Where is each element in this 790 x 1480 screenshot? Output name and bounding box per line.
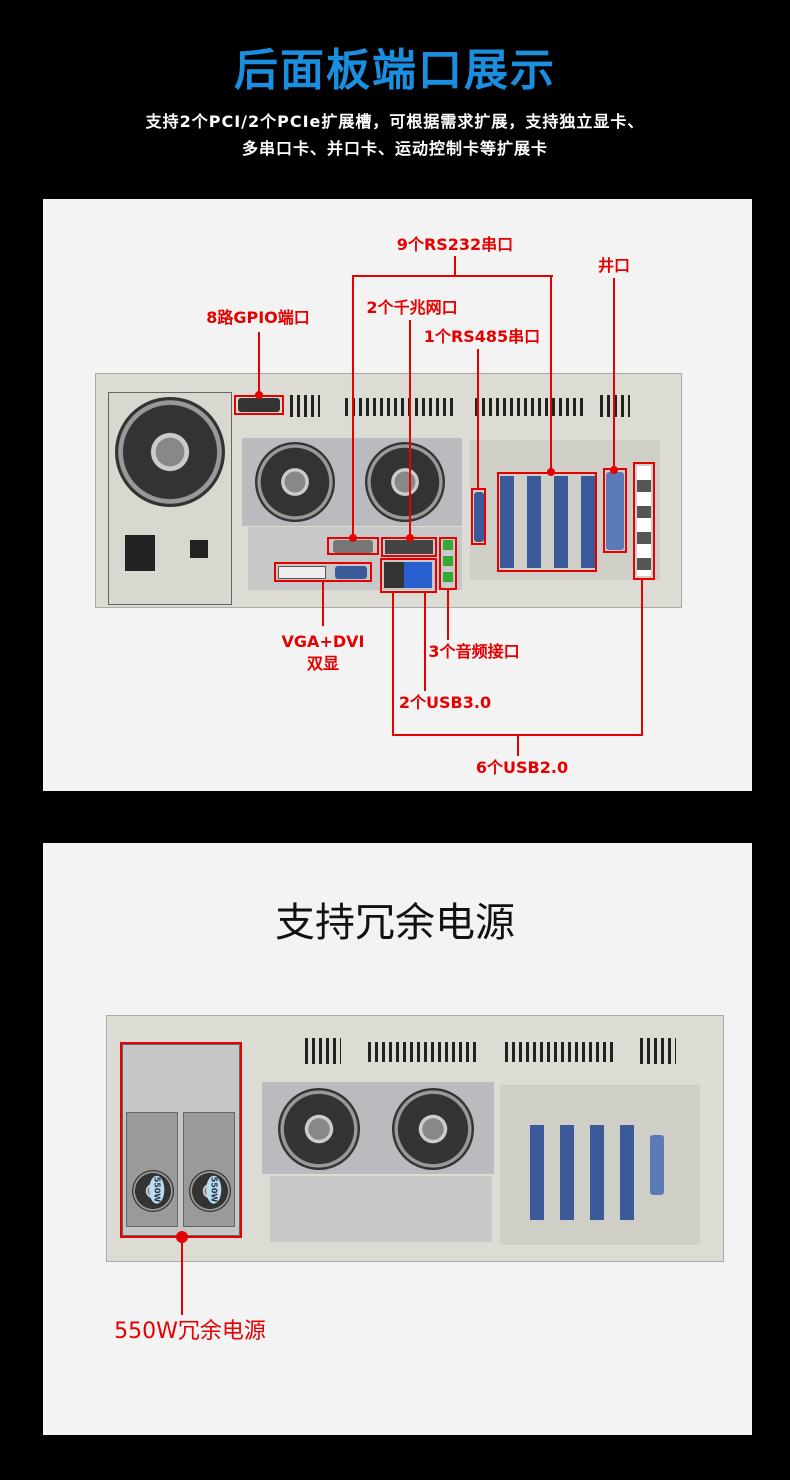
callout-line [181,1237,183,1315]
callout-line [454,256,456,276]
power-socket-icon [125,535,155,571]
callout-line [477,349,479,489]
fan-icon [392,1088,474,1170]
audio-highlight [439,537,457,590]
dvi-port [278,566,326,579]
label-audio: 3个音频接口 [428,642,520,661]
callout-line [550,275,552,472]
vent-grille [290,395,320,417]
usb-highlight [380,558,437,593]
callout-dot [349,534,357,542]
audio-jacks [443,540,453,586]
rs485-port [474,492,484,542]
label-display-line1: VGA+DVI [281,632,365,651]
callout-line [424,593,426,691]
vent-grille [368,1042,478,1062]
fan-icon [365,442,445,522]
fan-icon [255,442,335,522]
label-gpio: 8路GPIO端口 [206,308,310,327]
callout-dot [406,534,414,542]
label-rs232: 9个RS232串口 [396,235,514,254]
callout-line [447,590,449,640]
callout-dot [547,468,555,476]
vent-grille [505,1042,615,1062]
vga-port [335,566,367,579]
callout-line [258,332,260,395]
usb2-bracket [637,466,651,576]
usb-ports [384,562,432,588]
rs485-highlight [471,488,486,545]
io-shield [270,1176,492,1242]
label-display-line2: 双显 [306,654,340,673]
lan-ports [385,540,433,554]
label-parallel: 井口 [597,256,631,275]
psu-highlight [120,1042,242,1238]
vent-grille [475,398,585,416]
callout-line [517,734,519,756]
section-title: 支持冗余电源 [275,900,515,946]
fan-icon [278,1088,360,1170]
power-switch-icon [190,540,208,558]
label-rs485: 1个RS485串口 [423,327,541,346]
label-lan: 2个千兆网口 [366,298,458,317]
serial-card-ports [500,476,595,568]
vent-grille [305,1038,341,1064]
rs232-highlight [497,472,597,572]
usb2-highlight [633,462,655,580]
callout-line [322,582,324,626]
parallel-highlight [603,468,627,553]
callout-line [409,320,411,538]
psu-fan-icon [115,397,225,507]
display-highlight [274,562,372,582]
callout-dot [610,466,618,474]
callout-line [613,278,615,468]
vent-grille [345,398,455,416]
label-usb3: 2个USB3.0 [398,693,492,712]
label-psu: 550W冗余电源 [114,1319,266,1344]
serial-card-ports [530,1125,640,1220]
callout-dot [255,391,263,399]
callout-line [352,275,354,538]
com-port [333,540,373,553]
subtitle-line-1: 支持2个PCI/2个PCIe扩展槽，可根据需求扩展，支持独立显卡、 [145,112,645,131]
callout-line [353,275,553,277]
label-usb2: 6个USB2.0 [475,758,569,777]
callout-line [392,593,394,736]
parallel-port [606,472,624,550]
parallel-port [650,1135,664,1195]
callout-line [641,580,643,736]
subtitle-line-2: 多串口卡、并口卡、运动控制卡等扩展卡 [241,139,548,158]
page-title: 后面板端口展示 [234,45,556,96]
gpio-port [238,398,280,412]
vent-grille [600,395,630,417]
vent-grille [640,1038,676,1064]
psu-module [183,1112,235,1227]
